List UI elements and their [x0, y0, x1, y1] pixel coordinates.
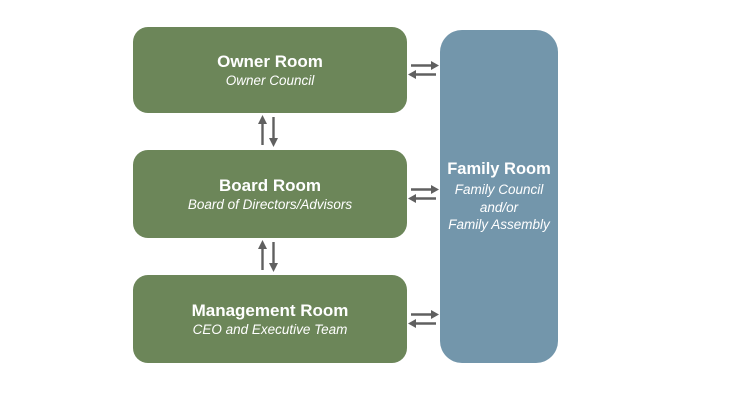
family-room-subtitle-line: and/or — [479, 199, 519, 215]
owner-room-subtitle: Owner Council — [225, 72, 315, 88]
board-room-subtitle: Board of Directors/Advisors — [187, 196, 353, 212]
management-room-box: Management Room CEO and Executive Team — [133, 275, 407, 363]
management-family-bidirectional-arrow-icon — [407, 308, 440, 330]
owner-family-bidirectional-arrow-icon — [407, 59, 440, 81]
board-room-title: Board Room — [219, 175, 321, 195]
owner-room-title: Owner Room — [217, 51, 323, 71]
family-room-subtitle-line: Family Council — [454, 181, 544, 197]
management-room-title: Management Room — [191, 300, 349, 320]
owner-room-box: Owner Room Owner Council — [133, 27, 407, 113]
family-room-box: Family Room Family Council and/or Family… — [440, 30, 558, 363]
board-room-box: Board Room Board of Directors/Advisors — [133, 150, 407, 238]
family-room-subtitle-line: Family Assembly — [448, 217, 550, 233]
owner-board-bidirectional-arrow-icon — [255, 114, 281, 148]
board-management-bidirectional-arrow-icon — [255, 239, 281, 273]
family-room-title: Family Room — [447, 160, 551, 179]
management-room-subtitle: CEO and Executive Team — [192, 321, 348, 337]
board-family-bidirectional-arrow-icon — [407, 183, 440, 205]
